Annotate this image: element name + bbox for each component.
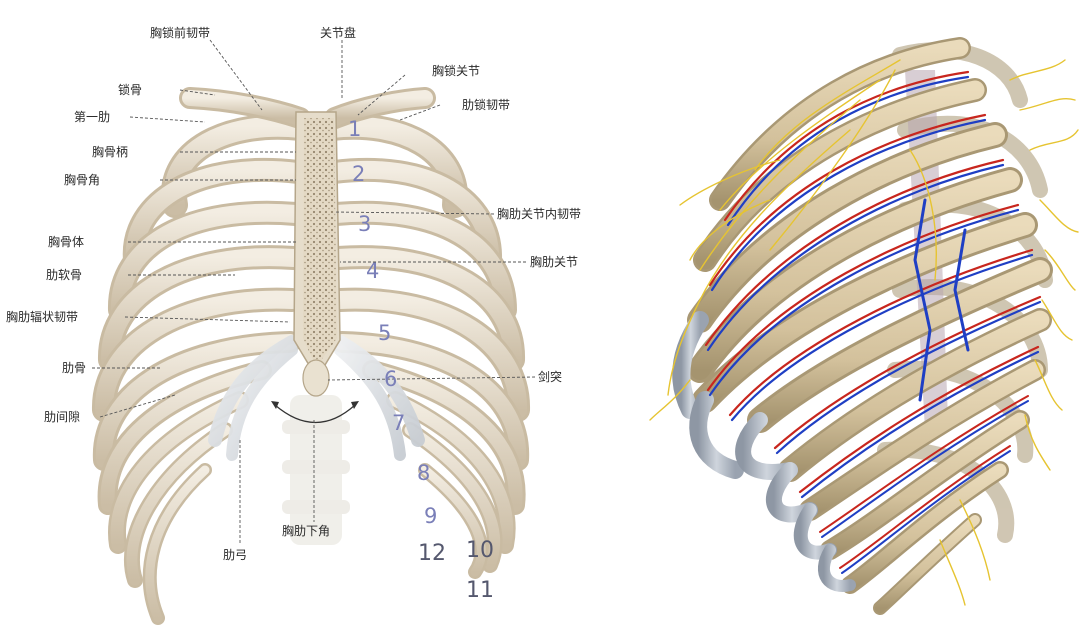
ribs-left-side bbox=[91, 113, 313, 625]
label-clavicle: 锁骨 bbox=[118, 83, 143, 97]
rib-number-4: 4 bbox=[366, 259, 380, 283]
rib-number-8: 8 bbox=[417, 461, 431, 485]
label-costal-arch: 肋弓 bbox=[223, 548, 248, 562]
label-articular-disc: 关节盘 bbox=[320, 26, 357, 40]
intercostal-vessels bbox=[704, 70, 1042, 574]
label-sternocostal-joint: 胸肋关节 bbox=[530, 255, 579, 269]
vertebral-column bbox=[282, 395, 350, 545]
label-sternoclavicular-joint: 胸锁关节 bbox=[432, 64, 481, 78]
label-manubrium: 胸骨柄 bbox=[92, 145, 129, 159]
rib-number-6: 6 bbox=[384, 367, 398, 391]
ribs-3d-front bbox=[687, 37, 1053, 615]
rib-number-5: 5 bbox=[378, 321, 392, 345]
rib-number-1: 1 bbox=[348, 117, 362, 141]
infrasternal-angle-arc bbox=[274, 404, 356, 424]
label-costoclavicular-ligament: 肋锁韧带 bbox=[462, 98, 511, 112]
rib-number-10: 10 bbox=[466, 538, 494, 563]
label-radiate-sternocostal-ligament: 胸肋辐状韧带 bbox=[6, 310, 79, 324]
xiphoid-process bbox=[302, 359, 330, 397]
leader-lines bbox=[92, 39, 536, 545]
label-first-rib: 第一肋 bbox=[74, 110, 111, 124]
label-sternal-body: 胸骨体 bbox=[48, 235, 85, 249]
rib-number-9: 9 bbox=[424, 504, 438, 528]
rib-number-3: 3 bbox=[358, 212, 372, 236]
costal-cartilages bbox=[208, 335, 425, 461]
clavicles bbox=[179, 87, 436, 129]
rib-number-12: 12 bbox=[418, 541, 446, 566]
label-costal-cartilage: 肋软骨 bbox=[46, 268, 83, 282]
label-rib: 肋骨 bbox=[62, 361, 87, 375]
label-intraarticular-sternocostal-ligament: 胸肋关节内韧带 bbox=[497, 207, 582, 221]
rib-number-11: 11 bbox=[466, 578, 494, 603]
label-sternoclavicular-anterior-ligament: 胸锁前韧带 bbox=[150, 26, 211, 40]
label-xiphoid: 剑突 bbox=[538, 370, 563, 384]
ribs-right-side bbox=[319, 113, 531, 579]
rib-number-7: 7 bbox=[392, 411, 406, 435]
rib-number-2: 2 bbox=[352, 162, 366, 186]
costal-cartilage-3d bbox=[672, 311, 856, 592]
label-infrasternal-angle: 胸肋下角 bbox=[282, 524, 331, 538]
label-sternal-angle: 胸骨角 bbox=[64, 173, 101, 187]
label-intercostal-space: 肋间隙 bbox=[44, 410, 81, 424]
intercostal-nerves bbox=[649, 59, 1079, 606]
sternum bbox=[293, 111, 341, 397]
